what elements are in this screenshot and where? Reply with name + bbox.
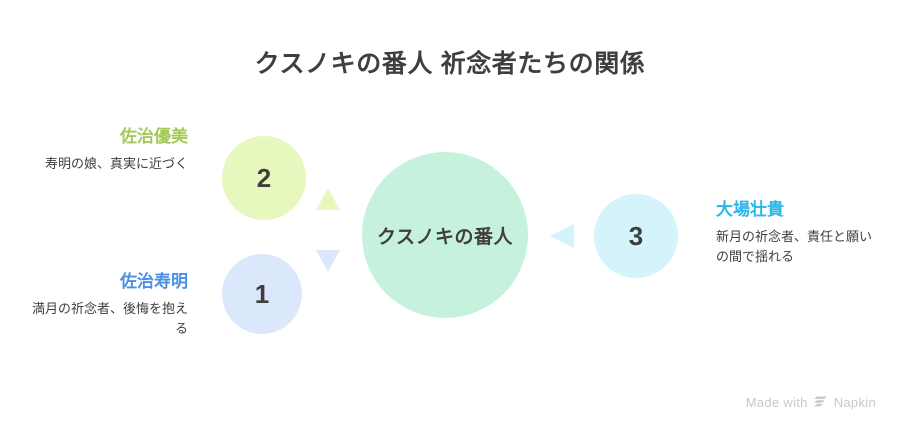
watermark-prefix: Made with <box>745 395 808 410</box>
napkin-logo-icon <box>813 396 828 409</box>
arrow-up-icon <box>316 188 340 210</box>
label-name-ooba: 大場壮貴 <box>716 200 784 219</box>
node-number-1: 1 <box>254 279 270 309</box>
node-circle-2[interactable]: 2 <box>222 136 306 220</box>
label-desc-ooba: 新月の祈念者、責任と願いの間で揺れる <box>716 229 873 265</box>
label-block-ooba: 大場壮貴 新月の祈念者、責任と願いの間で揺れる <box>716 199 880 267</box>
label-name-yumi: 佐治優美 <box>120 127 188 146</box>
label-name-toshiaki: 佐治寿明 <box>120 272 188 291</box>
label-desc-yumi: 寿明の娘、真実に近づく <box>44 156 188 172</box>
arrow-left-icon <box>550 224 574 248</box>
node-circle-3[interactable]: 3 <box>594 194 678 278</box>
label-block-yumi: 佐治優美 寿明の娘、真実に近づく <box>28 126 188 174</box>
node-center-label: クスノキの番人 <box>377 226 513 248</box>
arrow-down-icon <box>316 250 340 272</box>
label-block-toshiaki: 佐治寿明 満月の祈念者、後悔を抱える <box>28 271 188 339</box>
node-circle-1[interactable]: 1 <box>222 254 302 334</box>
watermark: Made with Napkin <box>746 395 876 410</box>
node-number-3: 3 <box>628 221 644 251</box>
label-desc-toshiaki: 満月の祈念者、後悔を抱える <box>31 301 188 337</box>
node-center[interactable]: クスノキの番人 <box>362 152 528 318</box>
node-number-2: 2 <box>256 163 272 193</box>
page-title: クスノキの番人 祈念者たちの関係 <box>254 50 646 78</box>
watermark-brand: Napkin <box>833 395 876 410</box>
